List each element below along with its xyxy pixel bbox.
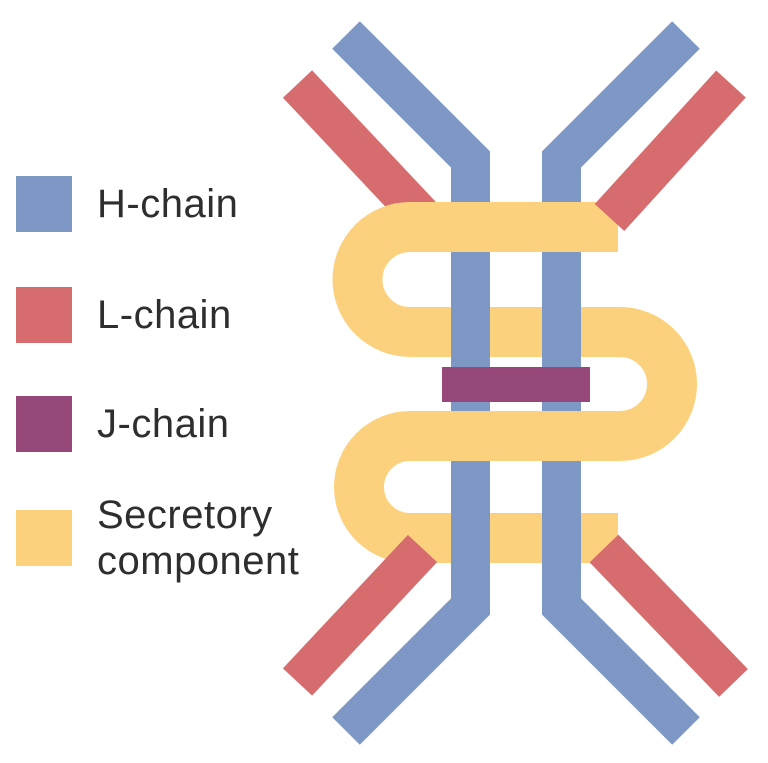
h-chain-stem-over-ribbon-patch (542, 307, 581, 357)
legend-item-l-chain: L-chain (16, 287, 312, 343)
legend-label-l-chain: L-chain (97, 293, 232, 337)
j-chain-bar (442, 367, 590, 402)
h-chain-swatch-icon (16, 176, 72, 232)
legend-item-j-chain: J-chain (16, 396, 312, 452)
legend-label-j-chain: J-chain (97, 402, 230, 446)
legend-label-secretory-component: Secretory component (97, 493, 300, 583)
j-chain-swatch-icon (16, 396, 72, 452)
h-chain-stem-over-ribbon-patch (542, 513, 581, 563)
legend-item-secretory-component: Secretory component (16, 493, 312, 583)
legend-item-h-chain: H-chain (16, 176, 312, 232)
l-chain-top-left (282, 70, 438, 232)
l-chain-top-right (594, 70, 746, 231)
secretory-component-swatch-icon (16, 510, 72, 566)
secretory-component-ribbon (332, 202, 697, 563)
h-chain-stem-over-ribbon-patch (451, 307, 490, 357)
l-chain-bottom-right (589, 534, 748, 697)
legend: H-chain L-chain J-chain Secretory compon… (0, 0, 330, 763)
legend-label-h-chain: H-chain (97, 182, 239, 226)
h-chain-stem-over-ribbon-patch (451, 513, 490, 563)
l-chain-swatch-icon (16, 287, 72, 343)
l-chain-bottom-left (282, 534, 438, 696)
